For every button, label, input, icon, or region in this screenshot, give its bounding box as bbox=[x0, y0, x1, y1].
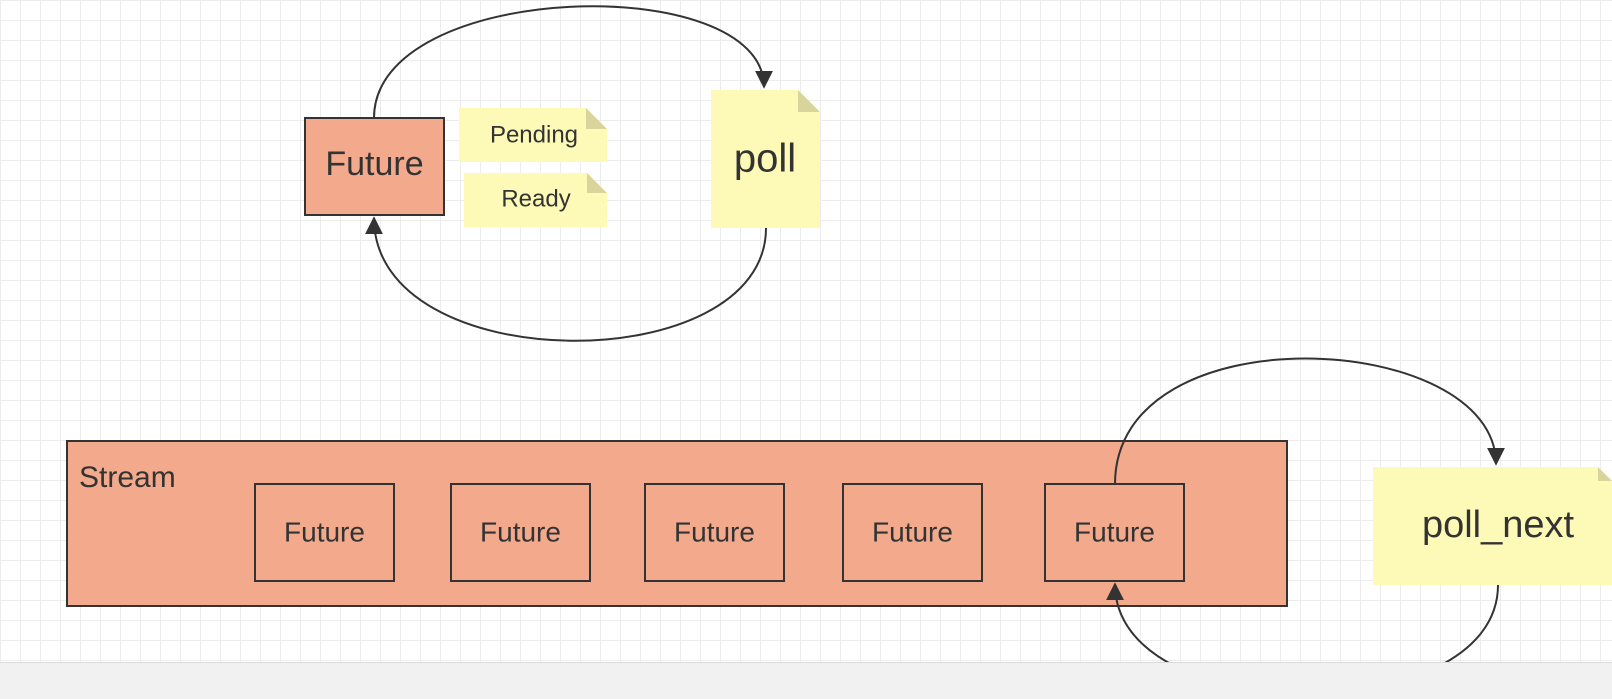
poll-to-future-arrow bbox=[365, 216, 767, 342]
stream-future-3[interactable]: Future bbox=[644, 483, 785, 582]
stream-future-4[interactable]: Future bbox=[842, 483, 983, 582]
ready-note[interactable]: Ready bbox=[464, 173, 607, 227]
future-to-poll-arrow bbox=[373, 5, 773, 119]
stream-label: Stream bbox=[79, 461, 176, 494]
future-to-poll-next-arrow bbox=[1114, 357, 1505, 485]
poll-note-label: poll bbox=[734, 137, 796, 181]
pending-note[interactable]: Pending bbox=[459, 108, 607, 162]
stream-future-1-label: Future bbox=[284, 516, 365, 547]
poll-next-note-label: poll_next bbox=[1422, 504, 1575, 546]
poll-note[interactable]: poll bbox=[711, 90, 820, 228]
stream-future-2-label: Future bbox=[480, 516, 561, 547]
stream-future-3-label: Future bbox=[674, 516, 755, 547]
future-box[interactable]: Future bbox=[304, 117, 445, 216]
poll-next-note[interactable]: poll_next bbox=[1373, 467, 1612, 585]
future-box-label: Future bbox=[325, 145, 423, 183]
stream-future-5[interactable]: Future bbox=[1044, 483, 1185, 582]
pending-note-label: Pending bbox=[490, 121, 578, 148]
bottom-scroll-bar bbox=[0, 662, 1612, 699]
stream-future-5-label: Future bbox=[1074, 516, 1155, 547]
stream-future-4-label: Future bbox=[872, 516, 953, 547]
stream-future-2[interactable]: Future bbox=[450, 483, 591, 582]
stream-future-1[interactable]: Future bbox=[254, 483, 395, 582]
ready-note-label: Ready bbox=[501, 185, 570, 212]
